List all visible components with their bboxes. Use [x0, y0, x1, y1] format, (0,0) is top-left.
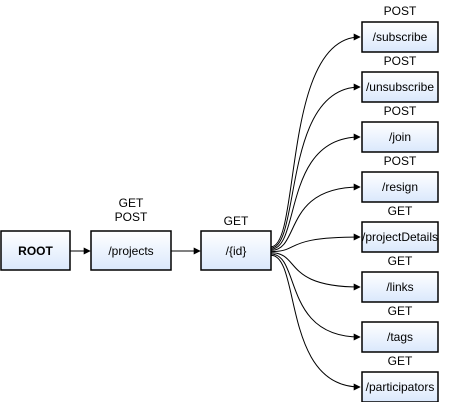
- endpoint-label: /join: [389, 130, 411, 144]
- edges-id-to-endpoints: [270, 33, 361, 391]
- endpoint-node-subscribe[interactable]: POST/subscribe: [361, 4, 439, 53]
- edge-id-to-resign: [270, 183, 361, 251]
- endpoint-box: [361, 221, 439, 253]
- id-node[interactable]: GET /{id}: [200, 214, 272, 271]
- endpoint-method: GET: [388, 304, 413, 318]
- edge-id-to-projectdetails: [270, 233, 361, 253]
- endpoint-node-projectdetails[interactable]: GET/projectDetails: [361, 204, 439, 253]
- endpoint-method: POST: [384, 154, 417, 168]
- edge-id-to-unsubscribe: [270, 83, 361, 249]
- endpoint-method: GET: [388, 254, 413, 268]
- endpoint-box: [361, 21, 439, 53]
- endpoint-label: /links: [386, 280, 413, 294]
- endpoint-box: [361, 271, 439, 303]
- endpoint-node-links[interactable]: GET/links: [361, 254, 439, 303]
- edge-id-to-subscribe: [270, 33, 361, 248]
- endpoint-node-participators[interactable]: GET/participators: [361, 354, 439, 402]
- endpoint-box: [361, 371, 439, 402]
- edge-id-to-participators: [270, 254, 361, 391]
- edges: [70, 33, 361, 391]
- root-node[interactable]: ROOT: [0, 230, 71, 271]
- edge-id-to-tags: [270, 253, 361, 341]
- id-label: /{id}: [226, 244, 247, 258]
- endpoint-method: POST: [384, 54, 417, 68]
- endpoint-label: /tags: [387, 330, 413, 344]
- endpoint-method: GET: [388, 204, 413, 218]
- projects-label: /projects: [108, 244, 153, 258]
- endpoint-box: [361, 71, 439, 103]
- edge-id-to-links: [270, 252, 361, 291]
- endpoint-label: /subscribe: [373, 30, 428, 44]
- edge-id-to-join: [270, 133, 361, 250]
- endpoint-box: [361, 121, 439, 153]
- endpoint-label: /resign: [382, 180, 418, 194]
- endpoint-nodes: POST/subscribePOST/unsubscribePOST/joinP…: [361, 4, 439, 402]
- projects-method-post: POST: [115, 210, 148, 224]
- endpoint-node-unsubscribe[interactable]: POST/unsubscribe: [361, 54, 439, 103]
- root-label: ROOT: [18, 244, 53, 258]
- projects-node[interactable]: GET POST /projects: [90, 196, 172, 271]
- id-method-get: GET: [224, 214, 249, 228]
- projects-method-get: GET: [119, 196, 144, 210]
- endpoint-box: [361, 321, 439, 353]
- endpoint-box: [361, 171, 439, 203]
- endpoint-node-tags[interactable]: GET/tags: [361, 304, 439, 353]
- endpoint-label: /unsubscribe: [366, 80, 434, 94]
- endpoint-node-join[interactable]: POST/join: [361, 104, 439, 153]
- endpoint-method: GET: [388, 354, 413, 368]
- endpoint-label: /participators: [366, 380, 435, 394]
- endpoint-method: POST: [384, 104, 417, 118]
- endpoint-node-resign[interactable]: POST/resign: [361, 154, 439, 203]
- endpoint-label: /projectDetails: [362, 230, 438, 244]
- endpoint-method: POST: [384, 4, 417, 18]
